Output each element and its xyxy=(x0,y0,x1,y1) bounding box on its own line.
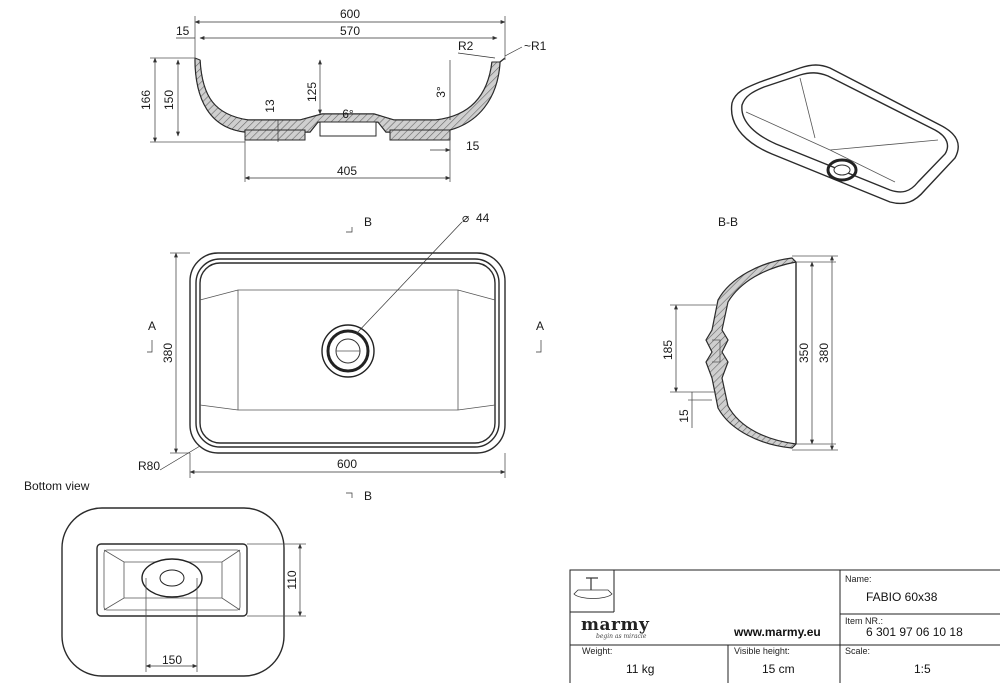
scale-label: Scale: xyxy=(845,646,870,656)
dim-section-step: 15 xyxy=(677,409,691,423)
bottom-view: Bottom view 110 150 xyxy=(24,479,306,677)
dim-section-drain-offset: 185 xyxy=(661,340,675,360)
section-b-b-view: B-B 350 380 185 15 xyxy=(661,215,838,451)
dim-section-inner-width: 350 xyxy=(797,343,811,363)
section-mark-b-bottom: B xyxy=(364,489,372,503)
dim-drain-angle: 6° xyxy=(342,107,354,121)
dim-drain-diameter-symbol: ⌀ xyxy=(462,211,469,225)
name-value: FABIO 60x38 xyxy=(866,590,938,604)
title-block: marmy begin as miracle www.marmy.eu Name… xyxy=(569,569,1000,683)
dim-inner-depth: 125 xyxy=(305,82,319,102)
dim-top-width: 600 xyxy=(340,7,360,21)
dim-radius-rim: ~R1 xyxy=(524,39,547,53)
bottom-view-label: Bottom view xyxy=(24,479,90,493)
item-label: Item NR.: xyxy=(845,616,883,626)
front-section-view: 600 570 15 R2 ~R1 166 150 125 13 6° 3° xyxy=(139,7,547,182)
dim-corner-radius: R80 xyxy=(138,459,160,473)
scale-value: 1:5 xyxy=(914,662,931,676)
visible-height-label: Visible height: xyxy=(734,646,790,656)
dim-radius-outer: R2 xyxy=(458,39,474,53)
dim-section-outer-width: 380 xyxy=(817,343,831,363)
visible-height-value: 15 cm xyxy=(762,662,795,676)
dim-rim-offset: 15 xyxy=(176,24,190,38)
brand-logo: marmy xyxy=(581,615,650,635)
dim-total-height: 166 xyxy=(139,90,153,110)
dim-bottom-width: 150 xyxy=(162,653,182,667)
dim-plan-width: 380 xyxy=(161,343,175,363)
section-mark-a-left: A xyxy=(148,319,156,333)
website: www.marmy.eu xyxy=(733,625,821,639)
dim-inner-width: 570 xyxy=(340,24,360,38)
item-value: 6 301 97 06 10 18 xyxy=(866,625,963,639)
dim-plan-length: 600 xyxy=(337,457,357,471)
section-mark-b-top: B xyxy=(364,215,372,229)
dim-base-thickness: 13 xyxy=(263,99,277,113)
section-title: B-B xyxy=(718,215,738,229)
isometric-view xyxy=(730,64,959,205)
dim-body-height: 150 xyxy=(162,90,176,110)
plan-view: ⌀ 44 B B A A 380 600 R80 xyxy=(138,211,544,503)
section-mark-a-right: A xyxy=(536,319,544,333)
brand-tagline: begin as miracle xyxy=(596,633,647,640)
name-label: Name: xyxy=(845,574,872,584)
weight-label: Weight: xyxy=(582,646,612,656)
dim-drain-diameter: 44 xyxy=(476,211,490,225)
dim-base-width: 405 xyxy=(337,164,357,178)
dim-base-step: 15 xyxy=(466,139,480,153)
dim-bottom-height: 110 xyxy=(285,570,299,589)
sink-thumbnail-icon xyxy=(573,577,613,599)
dim-wall-angle: 3° xyxy=(434,86,448,98)
weight-value: 11 kg xyxy=(626,662,654,676)
